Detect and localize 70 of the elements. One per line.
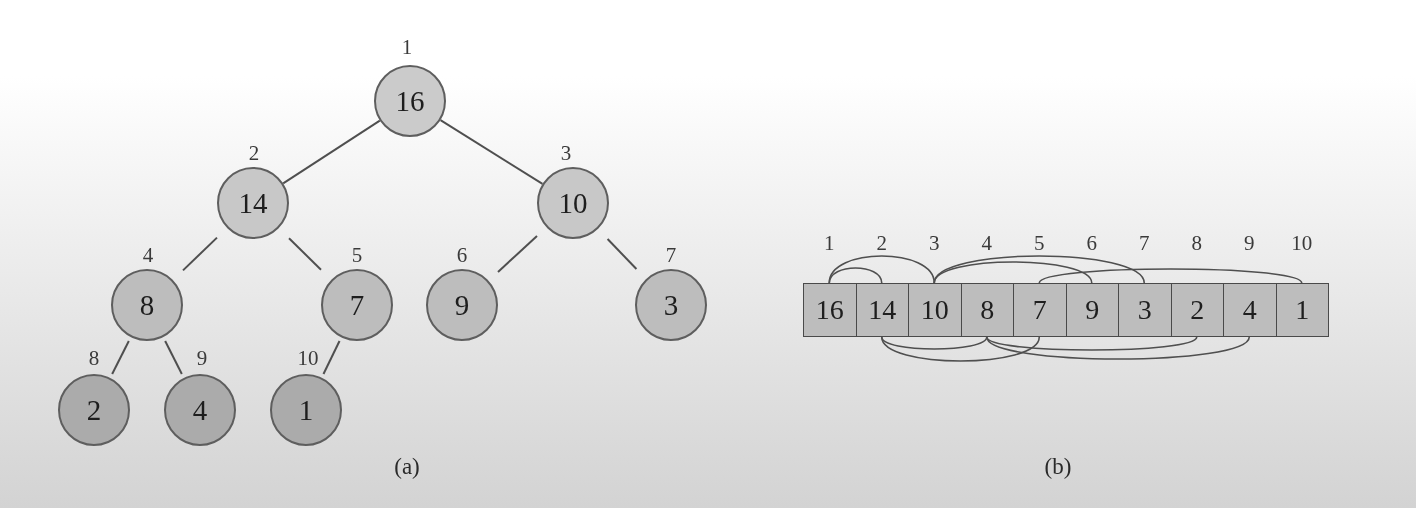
edge-line [606, 238, 638, 270]
arc-connector [880, 336, 1041, 362]
edge-line [164, 340, 183, 375]
array-cell [1065, 283, 1119, 337]
index-label: 2 [876, 232, 887, 254]
node-value: 2 [86, 395, 102, 425]
index-label: 3 [929, 232, 940, 254]
node-value: 14 [868, 296, 897, 324]
node-value: 16 [395, 86, 425, 116]
edge-line [322, 340, 341, 375]
node-value: 4 [1242, 296, 1257, 324]
array-cell [1275, 283, 1329, 337]
index-label: 8 [1191, 232, 1202, 254]
index-label: 9 [196, 347, 208, 369]
node-value: 3 [663, 290, 679, 320]
arc-connector [828, 267, 883, 284]
node-value: 8 [980, 296, 995, 324]
arc-connector [933, 255, 1146, 284]
node-value: 10 [920, 296, 949, 324]
index-label: 8 [88, 347, 100, 369]
arc-connector [985, 336, 1251, 360]
array-cell [855, 283, 909, 337]
index-label: 7 [1139, 232, 1150, 254]
edge-line [182, 236, 218, 272]
index-label: 6 [456, 244, 468, 266]
node-value: 10 [558, 188, 588, 218]
node-value: 9 [454, 290, 470, 320]
array-cell [1013, 283, 1067, 337]
array-cell [960, 283, 1014, 337]
node-value: 8 [139, 290, 155, 320]
array-cell [1170, 283, 1224, 337]
array-cell [803, 283, 857, 337]
index-label: 10 [1291, 232, 1313, 254]
node-value: 1 [1295, 296, 1310, 324]
node-value: 14 [238, 188, 268, 218]
node-value: 9 [1085, 296, 1100, 324]
node-value: 1 [298, 395, 314, 425]
edge-line [497, 235, 538, 273]
edge-line [288, 237, 322, 271]
index-label: 7 [665, 244, 677, 266]
index-label: 2 [248, 142, 260, 164]
node-value: 16 [815, 296, 844, 324]
edge-line [439, 119, 544, 185]
node-value: 7 [1032, 296, 1047, 324]
index-label: 4 [142, 244, 154, 266]
index-label: 6 [1086, 232, 1097, 254]
index-label: 1 [401, 36, 413, 58]
node-value: 7 [349, 290, 365, 320]
index-label: 3 [560, 142, 572, 164]
subfigure-label: (b) [1044, 454, 1072, 478]
index-label: 5 [351, 244, 363, 266]
arc-connector [880, 336, 988, 350]
index-label: 1 [824, 232, 835, 254]
node-value: 4 [192, 395, 208, 425]
index-label: 9 [1244, 232, 1255, 254]
arc-connector [933, 261, 1093, 284]
array-cell [1118, 283, 1172, 337]
edge-line [111, 340, 130, 375]
array-cell [1223, 283, 1277, 337]
node-value: 2 [1190, 296, 1205, 324]
edge-line [282, 119, 381, 185]
array-cell [908, 283, 962, 337]
index-label: 10 [297, 347, 319, 369]
node-value: 3 [1137, 296, 1152, 324]
arc-connector [1038, 268, 1303, 284]
arc-connector [985, 336, 1198, 351]
arc-connector [828, 255, 936, 284]
index-label: 5 [1034, 232, 1045, 254]
subfigure-label: (a) [394, 454, 420, 478]
index-label: 4 [981, 232, 992, 254]
